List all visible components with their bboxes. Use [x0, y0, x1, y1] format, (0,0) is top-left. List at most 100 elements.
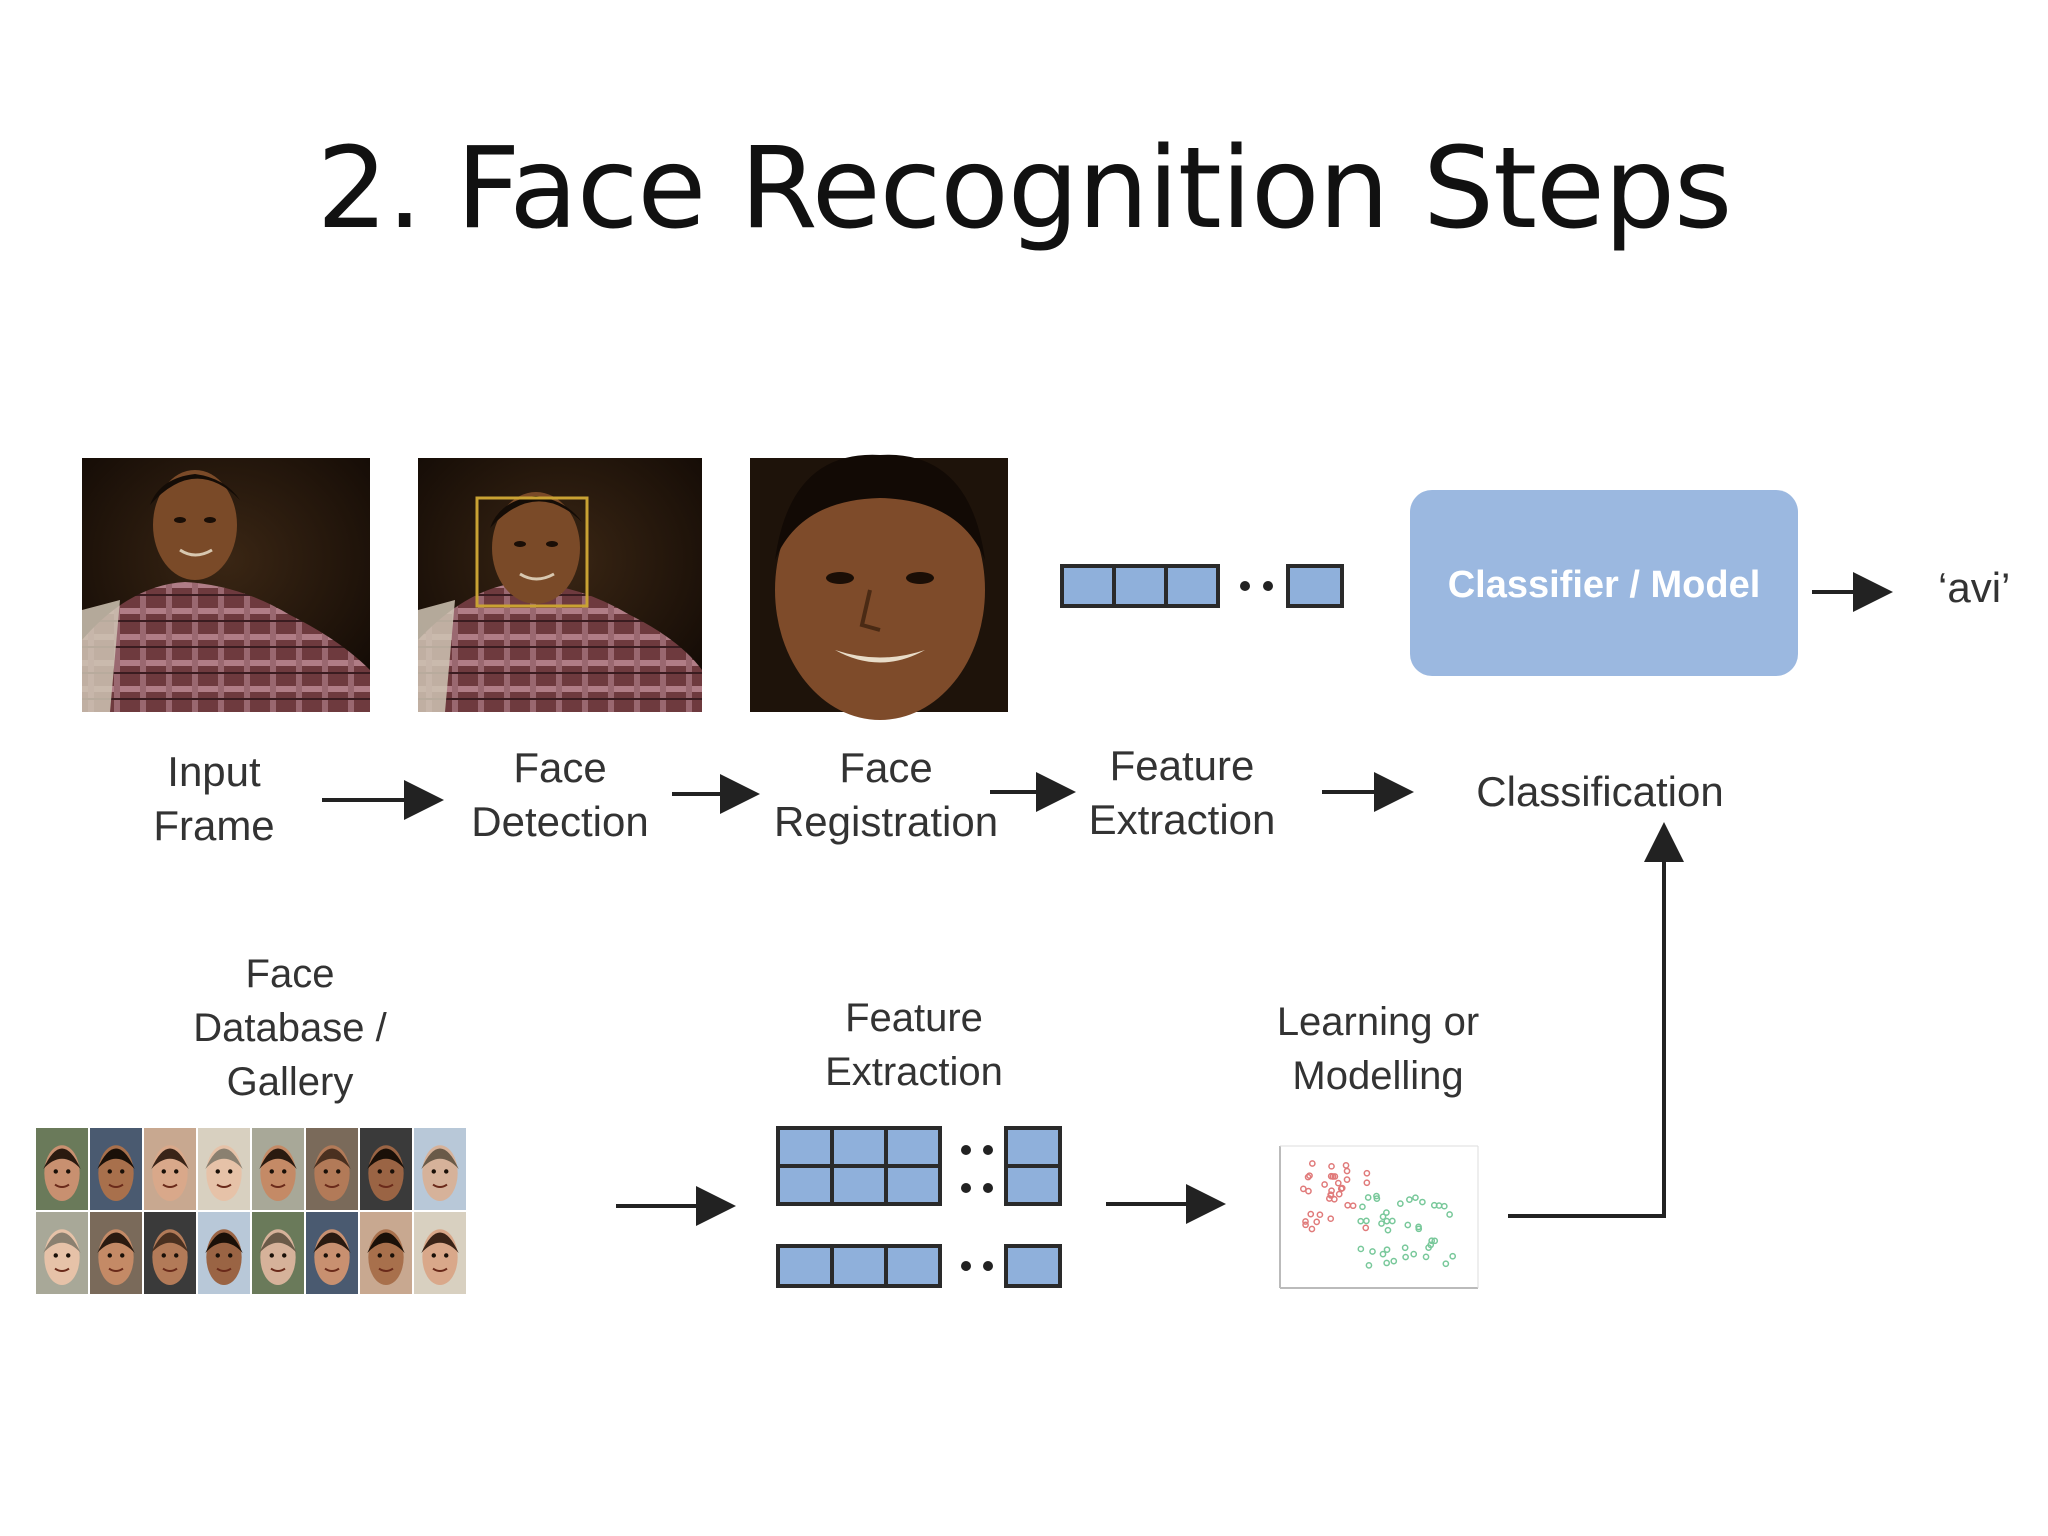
gallery-face-thumbnail — [414, 1212, 466, 1294]
gallery-face-thumbnail — [198, 1128, 250, 1210]
scatter-point-green — [1410, 1250, 1418, 1258]
gallery-face-thumbnail — [360, 1212, 412, 1294]
scatter-point-green — [1419, 1198, 1426, 1206]
gallery-face-thumbnail — [360, 1128, 412, 1210]
scatter-point-green — [1379, 1213, 1387, 1221]
face-gallery-grid — [36, 1128, 466, 1294]
scatter-point-green — [1369, 1248, 1376, 1255]
scatter-point-green — [1383, 1209, 1390, 1216]
scatter-point-green — [1449, 1252, 1457, 1260]
scatter-point-green — [1428, 1237, 1436, 1245]
classifier-model-label: Classifier / Model — [1448, 564, 1761, 606]
detection-bounding-box — [475, 496, 589, 608]
gallery-face-thumbnail — [90, 1212, 142, 1294]
gallery-face-thumbnail — [252, 1128, 304, 1210]
scatter-point-red — [1334, 1179, 1342, 1187]
scatter-point-green — [1364, 1194, 1372, 1201]
input-frame-image — [82, 458, 370, 712]
scatter-point-red — [1362, 1224, 1370, 1232]
scatter-point-red — [1327, 1215, 1335, 1223]
scatter-point-red — [1325, 1195, 1333, 1202]
scatter-point-green — [1412, 1194, 1419, 1202]
step-classification-label: Classification — [1476, 768, 1723, 815]
step-feature-extraction-line1: Feature — [1110, 742, 1255, 789]
scatter-point-green — [1402, 1253, 1409, 1261]
scatter-point-green — [1422, 1253, 1430, 1261]
gallery-face-thumbnail — [36, 1212, 88, 1294]
feature-vector-bottom — [776, 1244, 1062, 1288]
step-face-detection-line2: Detection — [471, 798, 648, 845]
scatter-point-green — [1446, 1211, 1453, 1218]
scatter-point-green — [1384, 1226, 1392, 1234]
scatter-point-green — [1396, 1200, 1404, 1207]
scatter-point-green — [1379, 1250, 1387, 1258]
scatter-point-red — [1343, 1167, 1351, 1175]
scatter-point-green — [1415, 1225, 1423, 1233]
scatter-point-green — [1359, 1203, 1366, 1211]
gallery-face-thumbnail — [252, 1212, 304, 1294]
gallery-label-line1: Face — [246, 952, 335, 996]
feature-matrix — [776, 1126, 1062, 1206]
scatter-point-red — [1308, 1225, 1316, 1233]
scatter-point-green — [1383, 1217, 1391, 1225]
gallery-face-thumbnail — [90, 1128, 142, 1210]
scatter-point-green — [1404, 1221, 1412, 1229]
face-detection-image — [418, 458, 702, 712]
scatter-point-green — [1373, 1192, 1380, 1200]
scatter-point-red — [1335, 1190, 1343, 1198]
step-face-registration-line1: Face — [839, 744, 932, 791]
scatter-point-red — [1321, 1181, 1328, 1188]
step-face-detection-line1: Face — [513, 744, 606, 791]
scatter-point-red — [1349, 1202, 1357, 1210]
scatter-point-red — [1316, 1211, 1324, 1219]
learning-label-line1: Learning or — [1277, 1000, 1479, 1044]
scatter-point-green — [1390, 1257, 1398, 1265]
classifier-model-box: Classifier / Model — [1410, 490, 1798, 676]
scatter-point-green — [1440, 1202, 1448, 1210]
scatter-point-green — [1383, 1246, 1391, 1254]
scatter-point-red — [1327, 1191, 1335, 1199]
scatter-point-red — [1304, 1173, 1312, 1181]
scatter-point-green — [1389, 1217, 1396, 1225]
scatter-point-red — [1305, 1187, 1312, 1195]
step-input-frame-line2: Frame — [153, 802, 274, 849]
scatter-point-red — [1329, 1173, 1337, 1180]
scatter-point-green — [1435, 1202, 1443, 1209]
scatter-point-red — [1306, 1172, 1313, 1180]
scatter-point-red — [1344, 1201, 1352, 1209]
gallery-label-line3: Gallery — [227, 1060, 354, 1104]
gallery-face-thumbnail — [198, 1212, 250, 1294]
feature-vector-top — [1060, 564, 1344, 608]
gallery-face-thumbnail — [306, 1212, 358, 1294]
scatter-point-green — [1401, 1244, 1409, 1252]
scatter-point-red — [1328, 1187, 1335, 1195]
scatter-point-red — [1302, 1218, 1309, 1225]
scatter-point-green — [1442, 1260, 1450, 1268]
gallery-face-thumbnail — [36, 1128, 88, 1210]
scatter-point-red — [1342, 1162, 1350, 1169]
scatter-point-green — [1378, 1220, 1385, 1227]
gallery-face-thumbnail — [144, 1212, 196, 1294]
arrow-learning-to-classification — [1508, 822, 1684, 1218]
step-input-frame-line1: Input — [167, 748, 261, 795]
scatter-point-red — [1363, 1179, 1371, 1187]
gallery-face-thumbnail — [144, 1128, 196, 1210]
scatter-point-red — [1343, 1176, 1351, 1184]
scatter-point-green — [1365, 1261, 1373, 1269]
gallery-face-thumbnail — [306, 1128, 358, 1210]
scatter-point-red — [1308, 1160, 1316, 1167]
scatter-point-red — [1307, 1210, 1315, 1218]
step-face-registration-line2: Registration — [774, 798, 998, 845]
bottom-feature-label-line1: Feature — [845, 996, 983, 1040]
scatter-point-red — [1363, 1169, 1371, 1177]
scatter-point-green — [1383, 1259, 1391, 1267]
learning-scatter-plot — [1279, 1145, 1479, 1289]
scatter-point-green — [1373, 1195, 1381, 1202]
gallery-face-thumbnail — [414, 1128, 466, 1210]
scatter-point-red — [1313, 1218, 1321, 1226]
scatter-point-green — [1406, 1196, 1413, 1203]
scatter-point-green — [1431, 1237, 1439, 1245]
scatter-point-red — [1338, 1184, 1346, 1192]
scatter-point-green — [1427, 1241, 1435, 1249]
